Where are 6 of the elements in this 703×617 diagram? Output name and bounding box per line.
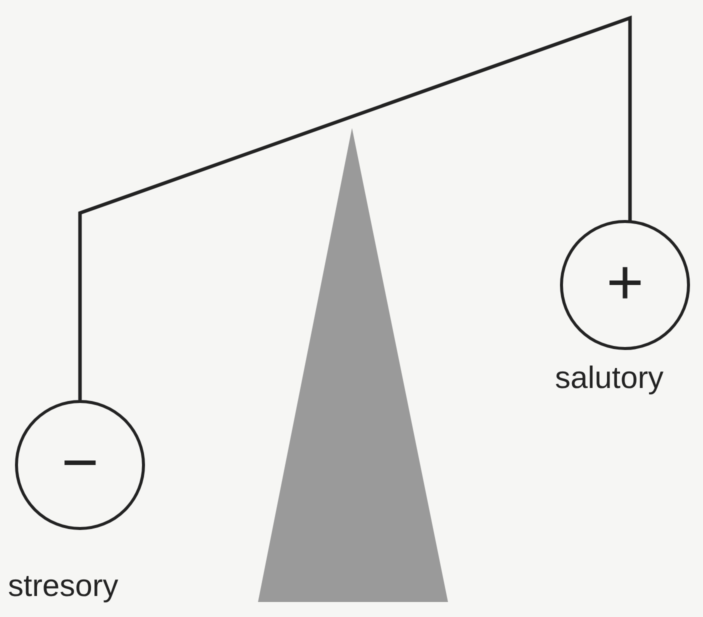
fulcrum-triangle xyxy=(258,128,448,602)
node-caption: stresory xyxy=(8,568,118,604)
sign-symbol: + xyxy=(606,250,644,314)
node-caption: salutory xyxy=(555,360,664,396)
sign-symbol: − xyxy=(61,430,99,494)
balance-beam-line xyxy=(78,16,632,400)
